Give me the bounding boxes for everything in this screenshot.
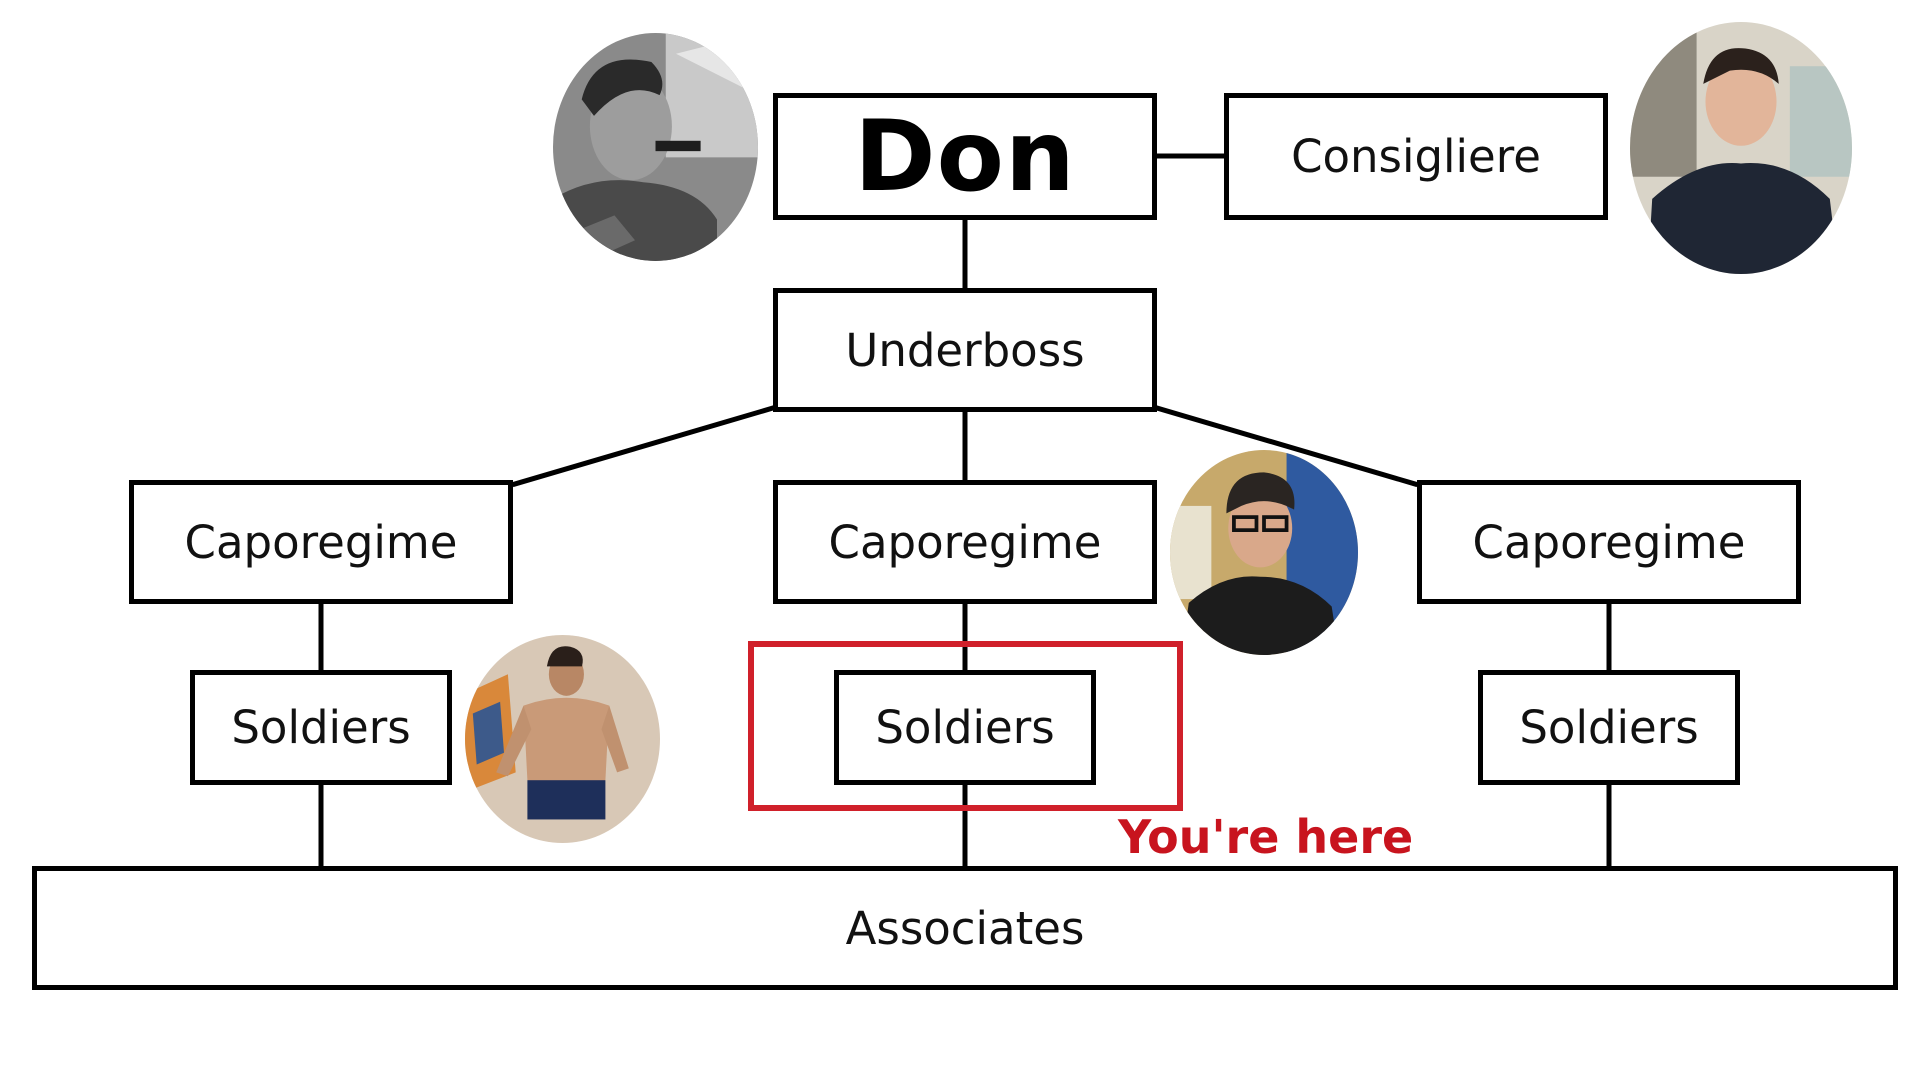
caporegime-avatar bbox=[1170, 450, 1358, 655]
node-caporegime-right: Caporegime bbox=[1417, 480, 1801, 604]
node-soldiers-left: Soldiers bbox=[190, 670, 452, 785]
you-are-here-label: You're here bbox=[1118, 810, 1414, 864]
node-don: Don bbox=[773, 93, 1157, 220]
node-consigliere: Consigliere bbox=[1224, 93, 1608, 220]
node-caporegime-center: Caporegime bbox=[773, 480, 1157, 604]
don-avatar bbox=[553, 33, 758, 261]
node-associates: Associates bbox=[32, 866, 1898, 990]
node-soldiers-right: Soldiers bbox=[1478, 670, 1740, 785]
connector-underboss-capo-left bbox=[511, 404, 777, 488]
connector-underboss-capo-right bbox=[1153, 404, 1419, 488]
you-are-here-highlight bbox=[748, 641, 1183, 811]
node-soldiers-center: Soldiers bbox=[834, 670, 1096, 785]
soldier-avatar bbox=[465, 635, 660, 843]
node-underboss: Underboss bbox=[773, 288, 1157, 412]
node-caporegime-left: Caporegime bbox=[129, 480, 513, 604]
consigliere-avatar bbox=[1630, 22, 1852, 274]
